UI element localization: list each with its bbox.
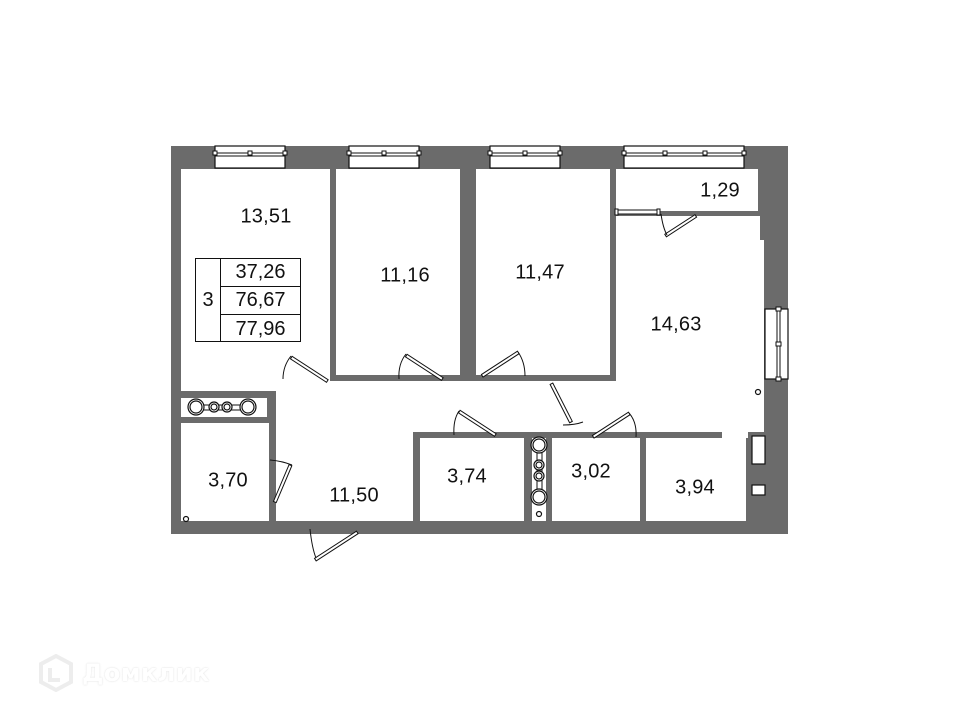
- room-area-kitchen-living: 14,63: [650, 313, 702, 336]
- watermark: Домклик: [38, 654, 210, 692]
- room-area-bedroom-2: 11,16: [380, 264, 430, 287]
- door-bedroom-2[interactable]: [398, 353, 444, 381]
- total-area: 76,67: [221, 287, 300, 315]
- room-area-hallway: 11,50: [329, 484, 379, 507]
- window-kitchen: [764, 306, 789, 382]
- room-hallway: [282, 381, 562, 432]
- room-area-bedroom-1: 13,51: [240, 205, 292, 228]
- room-bedroom-2: [336, 169, 460, 375]
- drain-icon: [182, 515, 190, 523]
- drain-icon: [754, 388, 762, 396]
- door-bathroom-1[interactable]: [269, 459, 293, 504]
- windows: [212, 145, 789, 382]
- entrance-door[interactable]: [309, 528, 359, 562]
- doors: [269, 350, 637, 562]
- room-bedroom-3: [476, 169, 610, 375]
- window-bedroom-3: [487, 145, 563, 169]
- door-bathroom-2[interactable]: [591, 411, 637, 439]
- domclick-logo-icon: [39, 654, 73, 692]
- door-bedroom-3[interactable]: [480, 350, 526, 378]
- watermark-text: Домклик: [82, 659, 210, 687]
- ventilation-ducts: [751, 435, 766, 496]
- room-balcony: [616, 169, 758, 211]
- door-kitchen[interactable]: [549, 382, 584, 426]
- room-area-bathroom-1: 3,70: [208, 469, 248, 492]
- window-bedroom-2: [346, 145, 422, 169]
- room-floors: [181, 169, 764, 521]
- plumbing-riser-horizontal: [187, 398, 257, 416]
- door-storage[interactable]: [453, 409, 497, 437]
- plumbing-riser-vertical: [530, 436, 548, 518]
- window-bedroom-1: [212, 145, 288, 169]
- balcony-door[interactable]: [614, 208, 698, 238]
- area-summary-table: 3 37,26 76,67 77,96: [195, 258, 301, 342]
- rooms-count: 3: [196, 259, 221, 341]
- room-area-bedroom-3: 11,47: [515, 261, 565, 284]
- window-balcony: [621, 145, 747, 169]
- living-area: 37,26: [221, 259, 300, 287]
- room-area-balcony: 1,29: [700, 179, 740, 202]
- room-utility: [646, 438, 746, 521]
- room-storage: [420, 438, 524, 521]
- room-bathroom-1: [181, 423, 269, 521]
- room-bathroom-2: [552, 438, 640, 521]
- room-area-bathroom-2: 3,02: [571, 460, 611, 483]
- room-area-storage: 3,74: [447, 465, 487, 488]
- door-bedroom-1[interactable]: [282, 355, 329, 383]
- total-area-with-balcony: 77,96: [235, 317, 286, 340]
- room-area-utility: 3,94: [675, 476, 715, 499]
